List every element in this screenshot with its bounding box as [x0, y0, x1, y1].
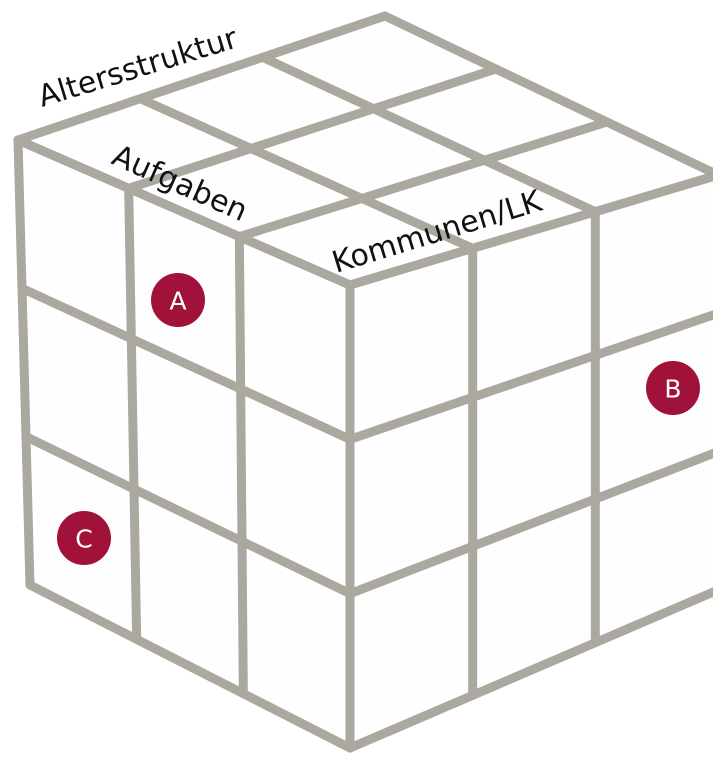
marker-c: C	[57, 511, 111, 565]
top-face-line-b-2	[258, 52, 600, 217]
marker-a: A	[151, 273, 205, 327]
right-face-horizontal-3	[345, 587, 713, 753]
right-face-horizontal-0	[345, 171, 713, 290]
right-face-horizontal-1	[345, 310, 713, 444]
right-face-horizontal-2	[345, 448, 713, 599]
marker-b: B	[646, 361, 700, 415]
marker-b-circle	[646, 361, 700, 415]
marker-a-circle	[151, 273, 205, 327]
left-face-vertical-0	[13, 135, 35, 590]
left-face-horizontal-3	[25, 580, 355, 753]
marker-b-label: B	[664, 375, 681, 404]
marker-c-circle	[57, 511, 111, 565]
left-face-horizontal-2	[21, 432, 355, 599]
left-face-horizontal-1	[17, 283, 355, 444]
top-face-line-a-2	[234, 117, 612, 242]
left-face-vertical-2	[234, 232, 248, 699]
top-face-line-a-1	[124, 64, 501, 193]
top-face-line-a-0	[13, 11, 390, 145]
top-face-line-b-1	[135, 94, 478, 253]
cube-right-face	[350, 176, 713, 748]
marker-a-label: A	[169, 287, 186, 316]
marker-c-label: C	[75, 525, 92, 554]
left-face-vertical-1	[124, 183, 142, 644]
cube-left-face	[18, 140, 350, 748]
cube-grid-lines	[13, 11, 713, 753]
top-face-line-b-3	[380, 11, 713, 178]
left-face-horizontal-0	[13, 135, 355, 290]
